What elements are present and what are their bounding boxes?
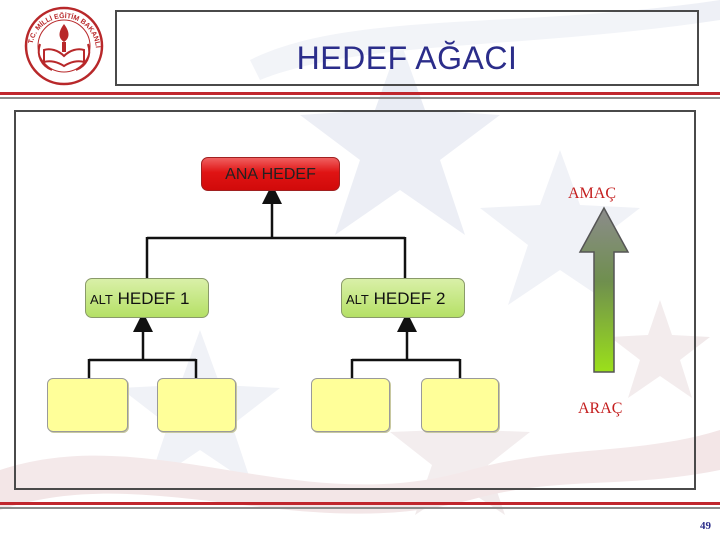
arac-label: ARAÇ xyxy=(578,400,623,417)
swoosh-shape xyxy=(250,0,720,80)
page-title: HEDEF AĞACI xyxy=(296,40,518,76)
star-shape xyxy=(610,300,710,398)
header-rule-gray xyxy=(0,97,720,99)
child-node-2-number: 2 xyxy=(435,289,446,308)
child-node-2-prefix: ALT xyxy=(346,292,369,307)
star-shape xyxy=(390,380,530,515)
title-box: HEDEF AĞACI xyxy=(115,10,699,86)
header-rule-red xyxy=(0,92,720,95)
star-shape xyxy=(480,150,640,305)
leaf-node-4 xyxy=(421,378,499,432)
footer-rule-red xyxy=(0,502,720,505)
child-node-1-number: 1 xyxy=(179,289,190,308)
child-node-1-prefix: ALT xyxy=(90,292,113,307)
footer-rule-gray xyxy=(0,507,720,509)
child-node-2: ALT HEDEF 2 xyxy=(341,278,465,318)
ministry-emblem-icon: T.C. MİLLİ EĞİTİM BAKANLIĞI xyxy=(18,4,104,86)
page-number: 49 xyxy=(700,520,711,532)
child-node-1: ALT HEDEF 1 xyxy=(85,278,209,318)
swoosh-shape xyxy=(0,430,720,514)
up-arrow-icon xyxy=(578,206,630,373)
child-node-1-label: HEDEF xyxy=(112,289,180,308)
star-shape xyxy=(300,40,500,235)
leaf-node-2 xyxy=(157,378,236,432)
amac-label: AMAÇ xyxy=(568,185,617,202)
root-node: ANA HEDEF xyxy=(201,157,340,191)
leaf-node-3 xyxy=(311,378,390,432)
child-node-2-label: HEDEF xyxy=(368,289,436,308)
leaf-node-1 xyxy=(47,378,128,432)
